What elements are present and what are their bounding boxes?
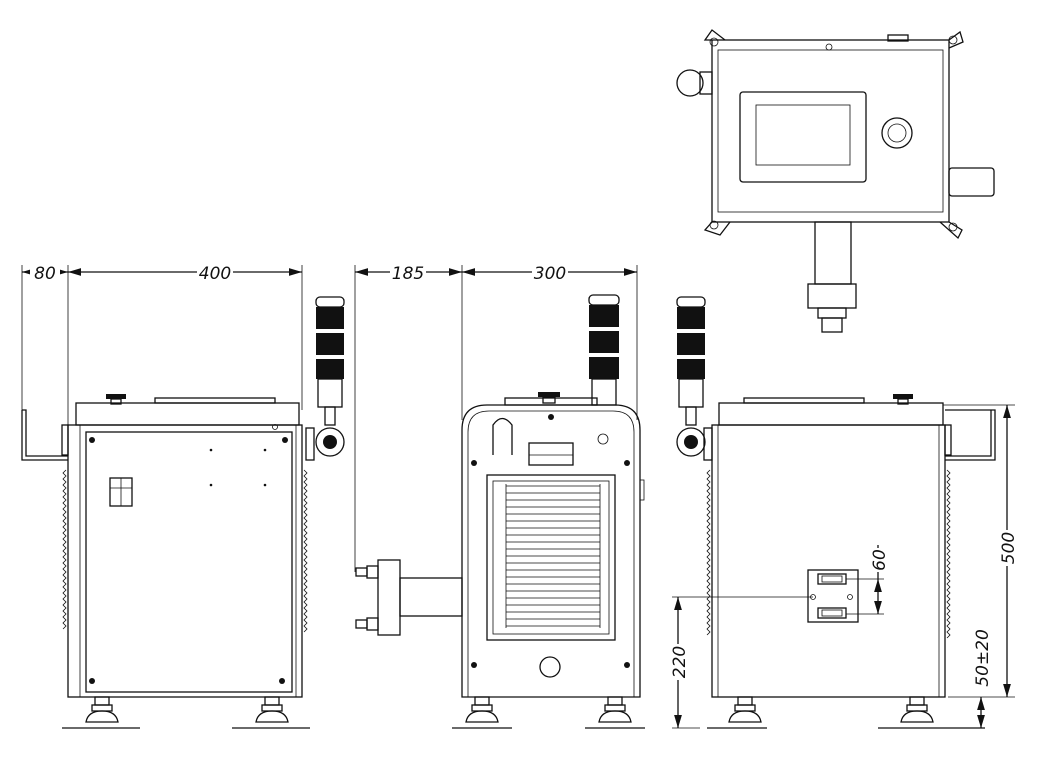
top-view: [676, 29, 995, 333]
dim-60: 60: [870, 549, 890, 571]
side-view-right: [676, 296, 996, 729]
dim-80: 80: [34, 264, 56, 284]
dim-220: 220: [670, 646, 690, 678]
foot: [62, 696, 140, 729]
dim-400: 400: [199, 264, 231, 284]
grille-slats: [505, 484, 601, 628]
side-view-left: [21, 296, 345, 729]
dim-185: 185: [392, 264, 424, 284]
dimension-lines: [21, 265, 1015, 729]
front-view: [355, 294, 645, 729]
dimension-labels: 80 400 185 300 500 50±20 220 60: [30, 262, 1019, 687]
foot: [452, 696, 512, 729]
foot: [585, 696, 645, 729]
foot: [707, 696, 767, 729]
foot: [232, 696, 310, 729]
dim-300: 300: [534, 264, 566, 284]
dim-50-pm-20: 50±20: [973, 629, 993, 687]
foot: [878, 696, 985, 729]
dim-500: 500: [999, 532, 1019, 564]
